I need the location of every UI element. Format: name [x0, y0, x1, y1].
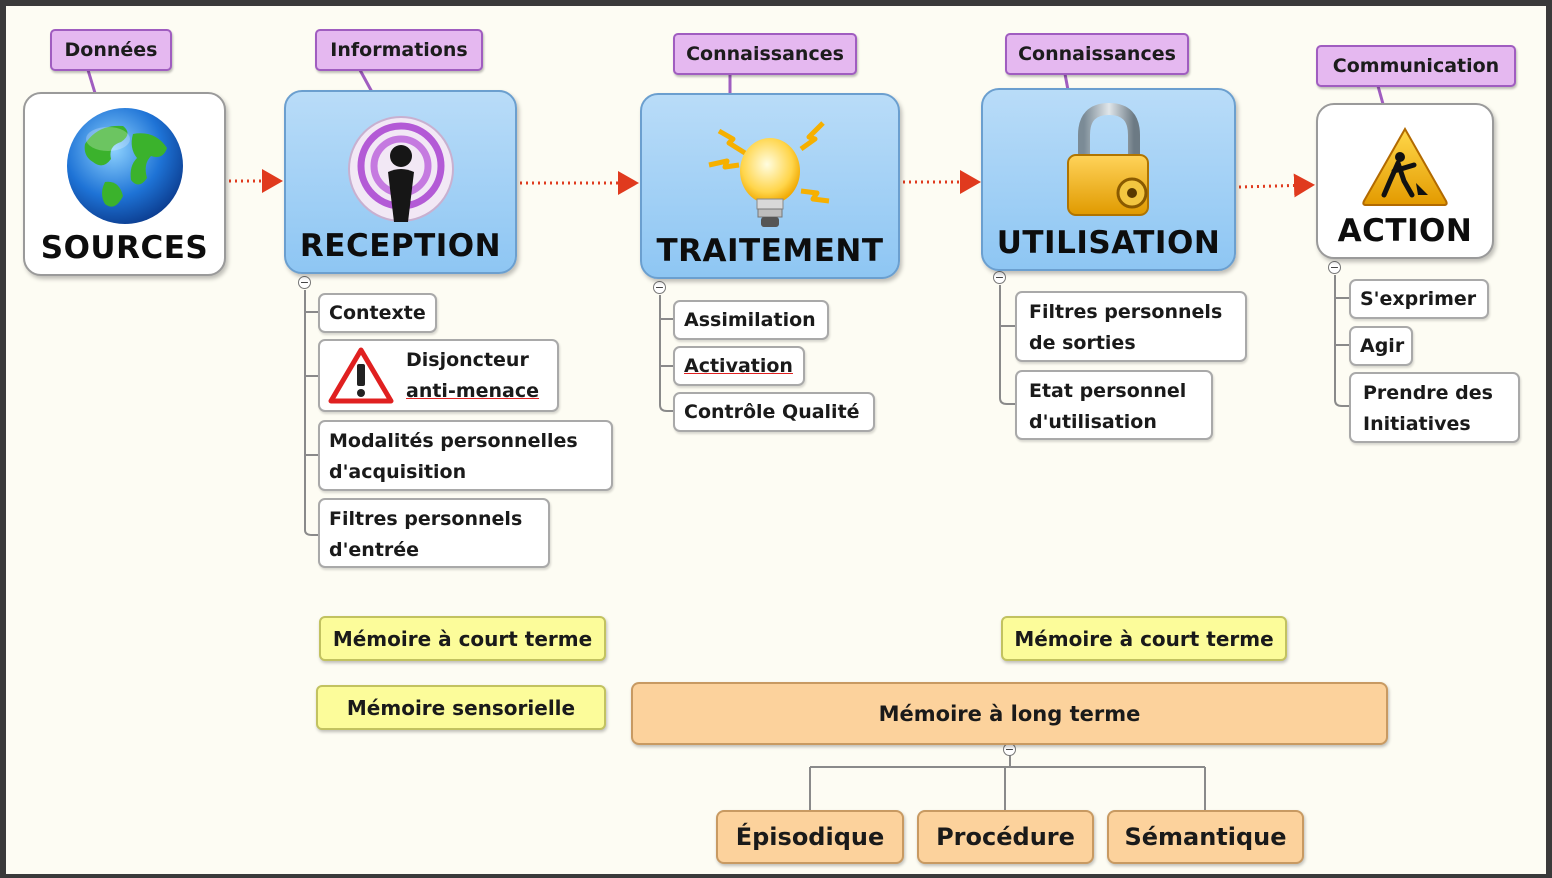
action-item-initiatives[interactable]: Prendre des Initiatives: [1349, 372, 1520, 443]
padlock-icon: [1066, 103, 1149, 216]
collapse-toggle-long-term[interactable]: −: [1003, 743, 1016, 756]
node-sources[interactable]: SOURCES: [23, 92, 226, 276]
disjoncteur-line-1: Disjoncteur: [406, 348, 529, 371]
action-title: ACTION: [1337, 213, 1473, 249]
collapse-toggle-traitement[interactable]: −: [653, 281, 666, 294]
lightbulb-icon: [708, 121, 830, 227]
node-utilisation[interactable]: UTILISATION: [981, 88, 1236, 271]
tag-informations: Informations: [315, 29, 483, 71]
reception-title: RECEPTION: [299, 228, 502, 264]
traitement-item-activation[interactable]: Activation: [673, 346, 805, 386]
node-reception[interactable]: RECEPTION: [284, 90, 517, 274]
tag-connaissances-1: Connaissances: [673, 33, 857, 75]
tag-donnees: Données: [50, 29, 172, 71]
etat-personnel-line-2: d'utilisation: [1029, 411, 1157, 433]
reception-item-filtres-entree[interactable]: Filtres personnels d'entrée: [318, 498, 550, 568]
utilisation-item-etat-personnel[interactable]: Etat personnel d'utilisation: [1015, 370, 1213, 440]
filtres-entree-line-2: d'entrée: [329, 539, 420, 561]
action-item-sexprimer[interactable]: S'exprimer: [1349, 279, 1489, 319]
traitement-title: TRAITEMENT: [656, 233, 884, 269]
initiatives-line-2: Initiatives: [1363, 413, 1471, 435]
traitement-item-assimilation[interactable]: Assimilation: [673, 300, 829, 340]
modalites-line-2: d'acquisition: [329, 461, 467, 483]
warning-icon: [328, 347, 394, 403]
etat-personnel-line-1: Etat personnel: [1029, 380, 1187, 402]
reception-item-modalites[interactable]: Modalités personnelles d'acquisition: [318, 420, 613, 491]
reception-item-disjoncteur[interactable]: Disjoncteur anti-menace: [318, 339, 559, 412]
roadwork-sign-icon: [1362, 126, 1448, 206]
traitement-item-controle-qualite[interactable]: Contrôle Qualité: [673, 392, 875, 432]
globe-icon: [66, 108, 183, 224]
memoire-court-terme-left[interactable]: Mémoire à court terme: [319, 616, 606, 661]
long-term-semantique[interactable]: Sémantique: [1107, 810, 1304, 864]
long-term-episodique[interactable]: Épisodique: [716, 810, 904, 864]
collapse-toggle-utilisation[interactable]: −: [993, 271, 1006, 284]
memoire-long-terme[interactable]: Mémoire à long terme: [631, 682, 1388, 745]
sources-title: SOURCES: [40, 230, 209, 266]
node-traitement[interactable]: TRAITEMENT: [640, 93, 900, 279]
utilisation-item-filtres-sorties[interactable]: Filtres personnels de sorties: [1015, 291, 1247, 362]
podcast-icon: [347, 116, 454, 222]
collapse-toggle-action[interactable]: −: [1328, 261, 1341, 274]
node-action[interactable]: ACTION: [1316, 103, 1494, 259]
activation-label: Activation: [684, 355, 793, 377]
memoire-sensorielle[interactable]: Mémoire sensorielle: [316, 685, 606, 730]
action-item-agir[interactable]: Agir: [1349, 326, 1413, 366]
tag-communication: Communication: [1316, 45, 1516, 87]
filtres-sorties-line-2: de sorties: [1029, 332, 1136, 354]
filtres-entree-line-1: Filtres personnels: [329, 508, 523, 530]
filtres-sorties-line-1: Filtres personnels: [1029, 301, 1223, 323]
modalites-line-1: Modalités personnelles: [329, 430, 578, 452]
utilisation-title: UTILISATION: [996, 225, 1221, 261]
tag-connaissances-2: Connaissances: [1005, 33, 1189, 75]
disjoncteur-line-2: anti-menace: [406, 379, 540, 402]
long-term-procedure[interactable]: Procédure: [917, 810, 1094, 864]
memoire-court-terme-right[interactable]: Mémoire à court terme: [1001, 616, 1287, 661]
reception-item-contexte[interactable]: Contexte: [318, 293, 437, 333]
initiatives-line-1: Prendre des: [1363, 382, 1493, 404]
collapse-toggle-reception[interactable]: −: [298, 276, 311, 289]
